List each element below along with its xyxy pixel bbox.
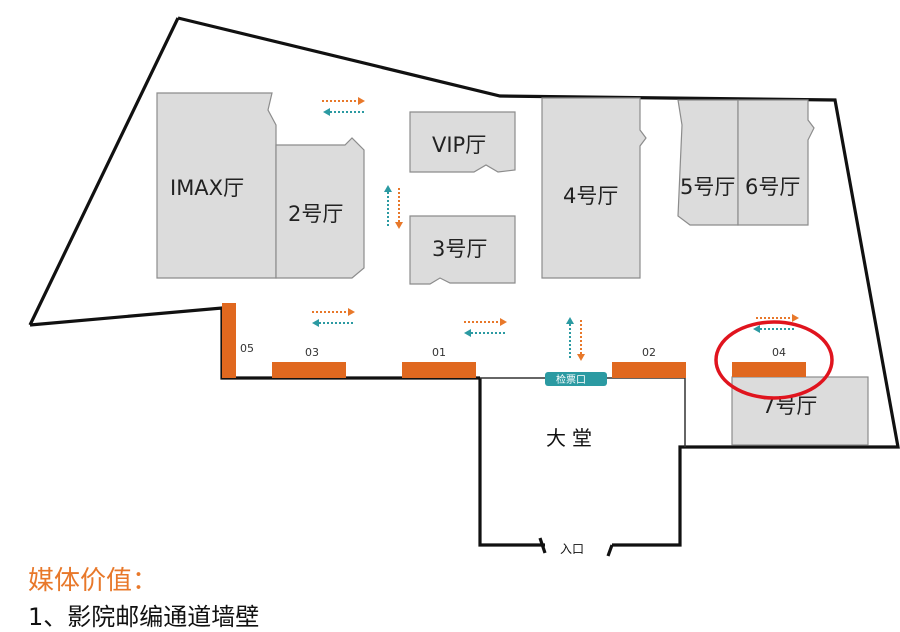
building-outline	[28, 16, 900, 547]
billboard-03-label: 03	[305, 346, 319, 359]
flow-arrows-corridor-2	[464, 318, 507, 337]
hall-2-label: 2号厅	[288, 202, 343, 226]
billboard-05-label: 05	[240, 342, 254, 355]
billboard-02-label: 02	[642, 346, 656, 359]
hall-imax[interactable]: IMAX厅	[156, 92, 277, 279]
billboard-05[interactable]: 05	[222, 303, 254, 378]
highlight-circle	[714, 320, 834, 400]
billboard-01-label: 01	[432, 346, 446, 359]
billboard-01[interactable]: 01	[402, 346, 476, 378]
media-value-title: 媒体价值：	[28, 566, 159, 596]
entrance-marks	[538, 537, 614, 557]
hall-2[interactable]: 2号厅	[275, 137, 365, 279]
ticket-check-gate[interactable]: 检票口	[545, 372, 607, 386]
hall-3-label: 3号厅	[432, 237, 487, 261]
hall-6[interactable]: 6号厅	[737, 99, 815, 226]
hall-imax-label: IMAX厅	[170, 176, 244, 200]
flow-arrows-corridor-1	[312, 308, 355, 327]
hall-7[interactable]: 7号厅	[731, 376, 869, 446]
billboard-02[interactable]: 02	[612, 346, 686, 378]
flow-arrows-vertical-2	[566, 317, 585, 361]
entrance-label: 入口	[560, 542, 584, 556]
lobby-label: 大堂	[546, 426, 598, 450]
hall-5-label: 5号厅	[680, 175, 735, 199]
hall-3[interactable]: 3号厅	[409, 215, 516, 285]
ticket-check-label: 检票口	[556, 373, 586, 386]
hall-4[interactable]: 4号厅	[541, 97, 647, 279]
media-value-item: 1、影院邮编通道墙壁	[28, 603, 260, 631]
flow-arrows-top	[322, 97, 366, 116]
billboard-04-label: 04	[772, 346, 786, 359]
flow-arrows-corridor-3	[753, 314, 799, 333]
hall-5[interactable]: 5号厅	[677, 99, 739, 226]
billboard-03[interactable]: 03	[272, 346, 346, 378]
hall-vip-label: VIP厅	[432, 133, 486, 157]
flow-arrows-vertical-1	[384, 185, 403, 229]
cinema-floor-map: IMAX厅 2号厅 VIP厅 3号厅 4号厅 5号厅 6号厅 7号厅	[28, 16, 900, 557]
hall-vip[interactable]: VIP厅	[409, 111, 516, 173]
hall-6-label: 6号厅	[745, 175, 800, 199]
hall-4-label: 4号厅	[563, 184, 618, 208]
billboard-04[interactable]: 04	[732, 346, 806, 377]
